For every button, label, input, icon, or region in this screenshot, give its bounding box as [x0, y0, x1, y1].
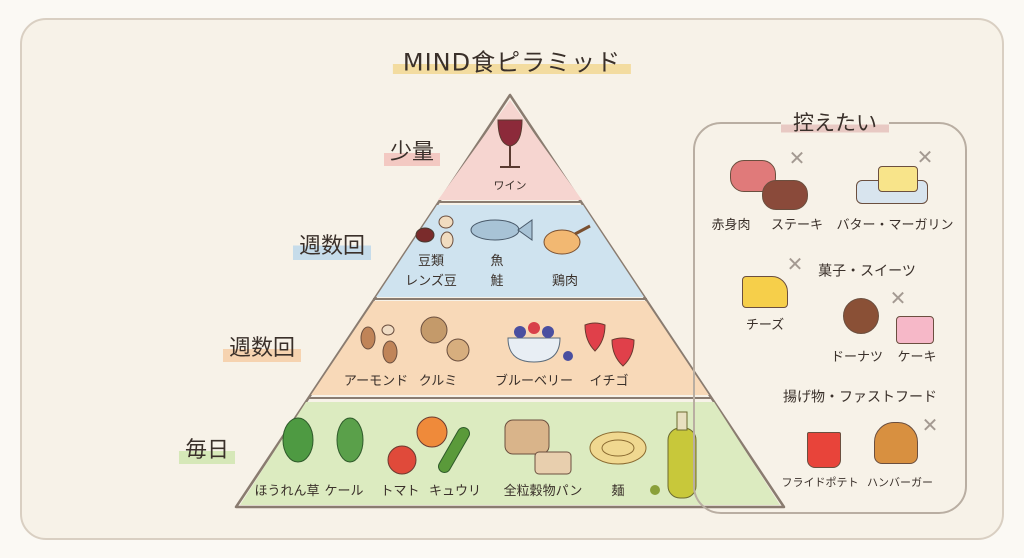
avoid-label: バター・マーガリン	[836, 217, 954, 233]
cross-mark-icon: ✕	[916, 145, 934, 169]
avoid-label: フライドポテト	[781, 476, 859, 490]
food-label: 魚	[490, 253, 504, 269]
noodles-icon	[589, 431, 647, 465]
cross-mark-icon: ✕	[921, 413, 939, 437]
avoid-title: 控えたい	[781, 107, 889, 137]
avoid-label: ハンバーガー	[867, 476, 933, 490]
kale-icon	[336, 417, 364, 463]
strawberry-icon	[584, 322, 635, 367]
cheese-icon	[742, 276, 788, 308]
cake-icon	[896, 316, 934, 344]
tier-weekly-1	[376, 205, 644, 297]
raw-meat-icon	[730, 160, 776, 192]
cross-mark-icon: ✕	[788, 146, 806, 170]
food-label: ケール	[324, 483, 364, 499]
food-label: ブルーベリー	[494, 373, 574, 389]
page-title: MIND食ピラミッド	[392, 42, 632, 78]
cross-mark-icon: ✕	[889, 286, 907, 310]
level-label-daily: 毎日	[178, 432, 236, 464]
beans-icon	[415, 215, 454, 249]
almond-icon	[360, 324, 398, 364]
tomato-icon	[387, 445, 417, 475]
wine-glass-icon	[497, 119, 523, 168]
burger-icon	[874, 422, 918, 464]
olive-oil-icon	[650, 411, 697, 499]
food-label: イチゴ	[589, 373, 629, 389]
food-label: 鶏肉	[551, 273, 579, 289]
avoid-label: ドーナツ	[830, 349, 884, 365]
food-sublabel: 鮭	[490, 273, 504, 289]
food-label: アーモンド	[343, 373, 409, 389]
avoid-label: ステーキ	[770, 217, 824, 233]
level-label-small: 少量	[383, 134, 441, 166]
food-label: 全粒穀物パン	[503, 483, 583, 499]
food-label: キュウリ	[428, 483, 482, 499]
avoid-category: 菓子・スイーツ	[818, 263, 916, 280]
cucumber-icon	[438, 427, 470, 473]
fish-icon	[470, 219, 533, 241]
walnut-icon	[420, 316, 470, 362]
food-label: トマト	[380, 483, 420, 499]
berry-bowl-icon	[507, 322, 573, 363]
food-label: ほうれん草	[254, 483, 320, 499]
avoid-label: チーズ	[745, 317, 785, 333]
chicken-icon	[543, 224, 591, 255]
food-label: クルミ	[418, 373, 458, 389]
level-label-weekly: 週数回	[222, 330, 302, 362]
spinach-icon	[282, 417, 314, 463]
food-label: 豆類	[417, 253, 445, 269]
food-label: ワイン	[493, 179, 527, 193]
bread-icon	[504, 419, 572, 475]
steak-icon	[762, 180, 808, 210]
donut-icon	[843, 298, 879, 334]
avoid-label: ケーキ	[897, 349, 937, 365]
pyramid-outline	[234, 93, 786, 509]
persimmon-icon	[416, 416, 448, 448]
level-label-weekly: 週数回	[292, 228, 372, 260]
avoid-category: 揚げ物・ファストフード	[783, 389, 937, 406]
avoid-label: 赤身肉	[711, 217, 751, 233]
food-sublabel: レンズ豆	[405, 273, 457, 289]
fries-icon	[807, 432, 841, 468]
butter-icon	[878, 166, 918, 192]
cross-mark-icon: ✕	[786, 252, 804, 276]
food-label: 麺	[611, 483, 625, 499]
